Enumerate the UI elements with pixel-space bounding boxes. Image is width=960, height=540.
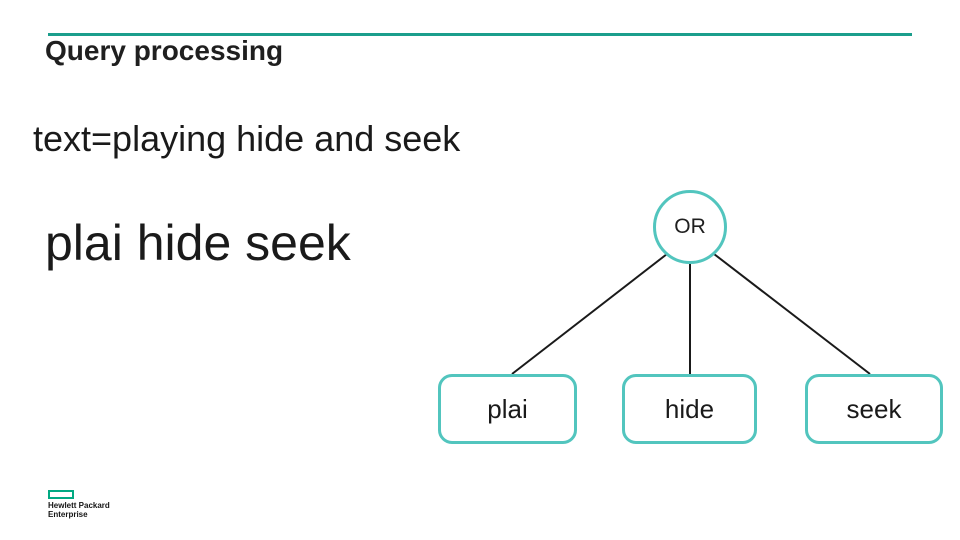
tree-root-label: OR [674,215,706,238]
processed-query-text: plai hide seek [45,215,351,271]
tree-leaf-hide: hide [622,374,757,444]
header-accent-rule [48,33,912,36]
tree-leaf-label: hide [664,393,715,424]
hpe-logo-element-icon [48,490,74,499]
hpe-logo-text-line1: Hewlett Packard [48,501,110,510]
tree-leaf-plai: plai [438,374,577,444]
page-title: Query processing [45,35,284,66]
hpe-logo: Hewlett Packard Enterprise [48,490,110,519]
tree-leaf-seek: seek [805,374,943,444]
tree-root-node-or: OR [653,190,727,264]
hpe-logo-text: Hewlett Packard Enterprise [48,501,110,519]
original-query-text: text=playing hide and seek [33,118,461,159]
tree-leaf-label: plai [487,393,528,424]
hpe-logo-text-line2: Enterprise [48,510,88,519]
tree-leaf-label: seek [846,393,902,424]
